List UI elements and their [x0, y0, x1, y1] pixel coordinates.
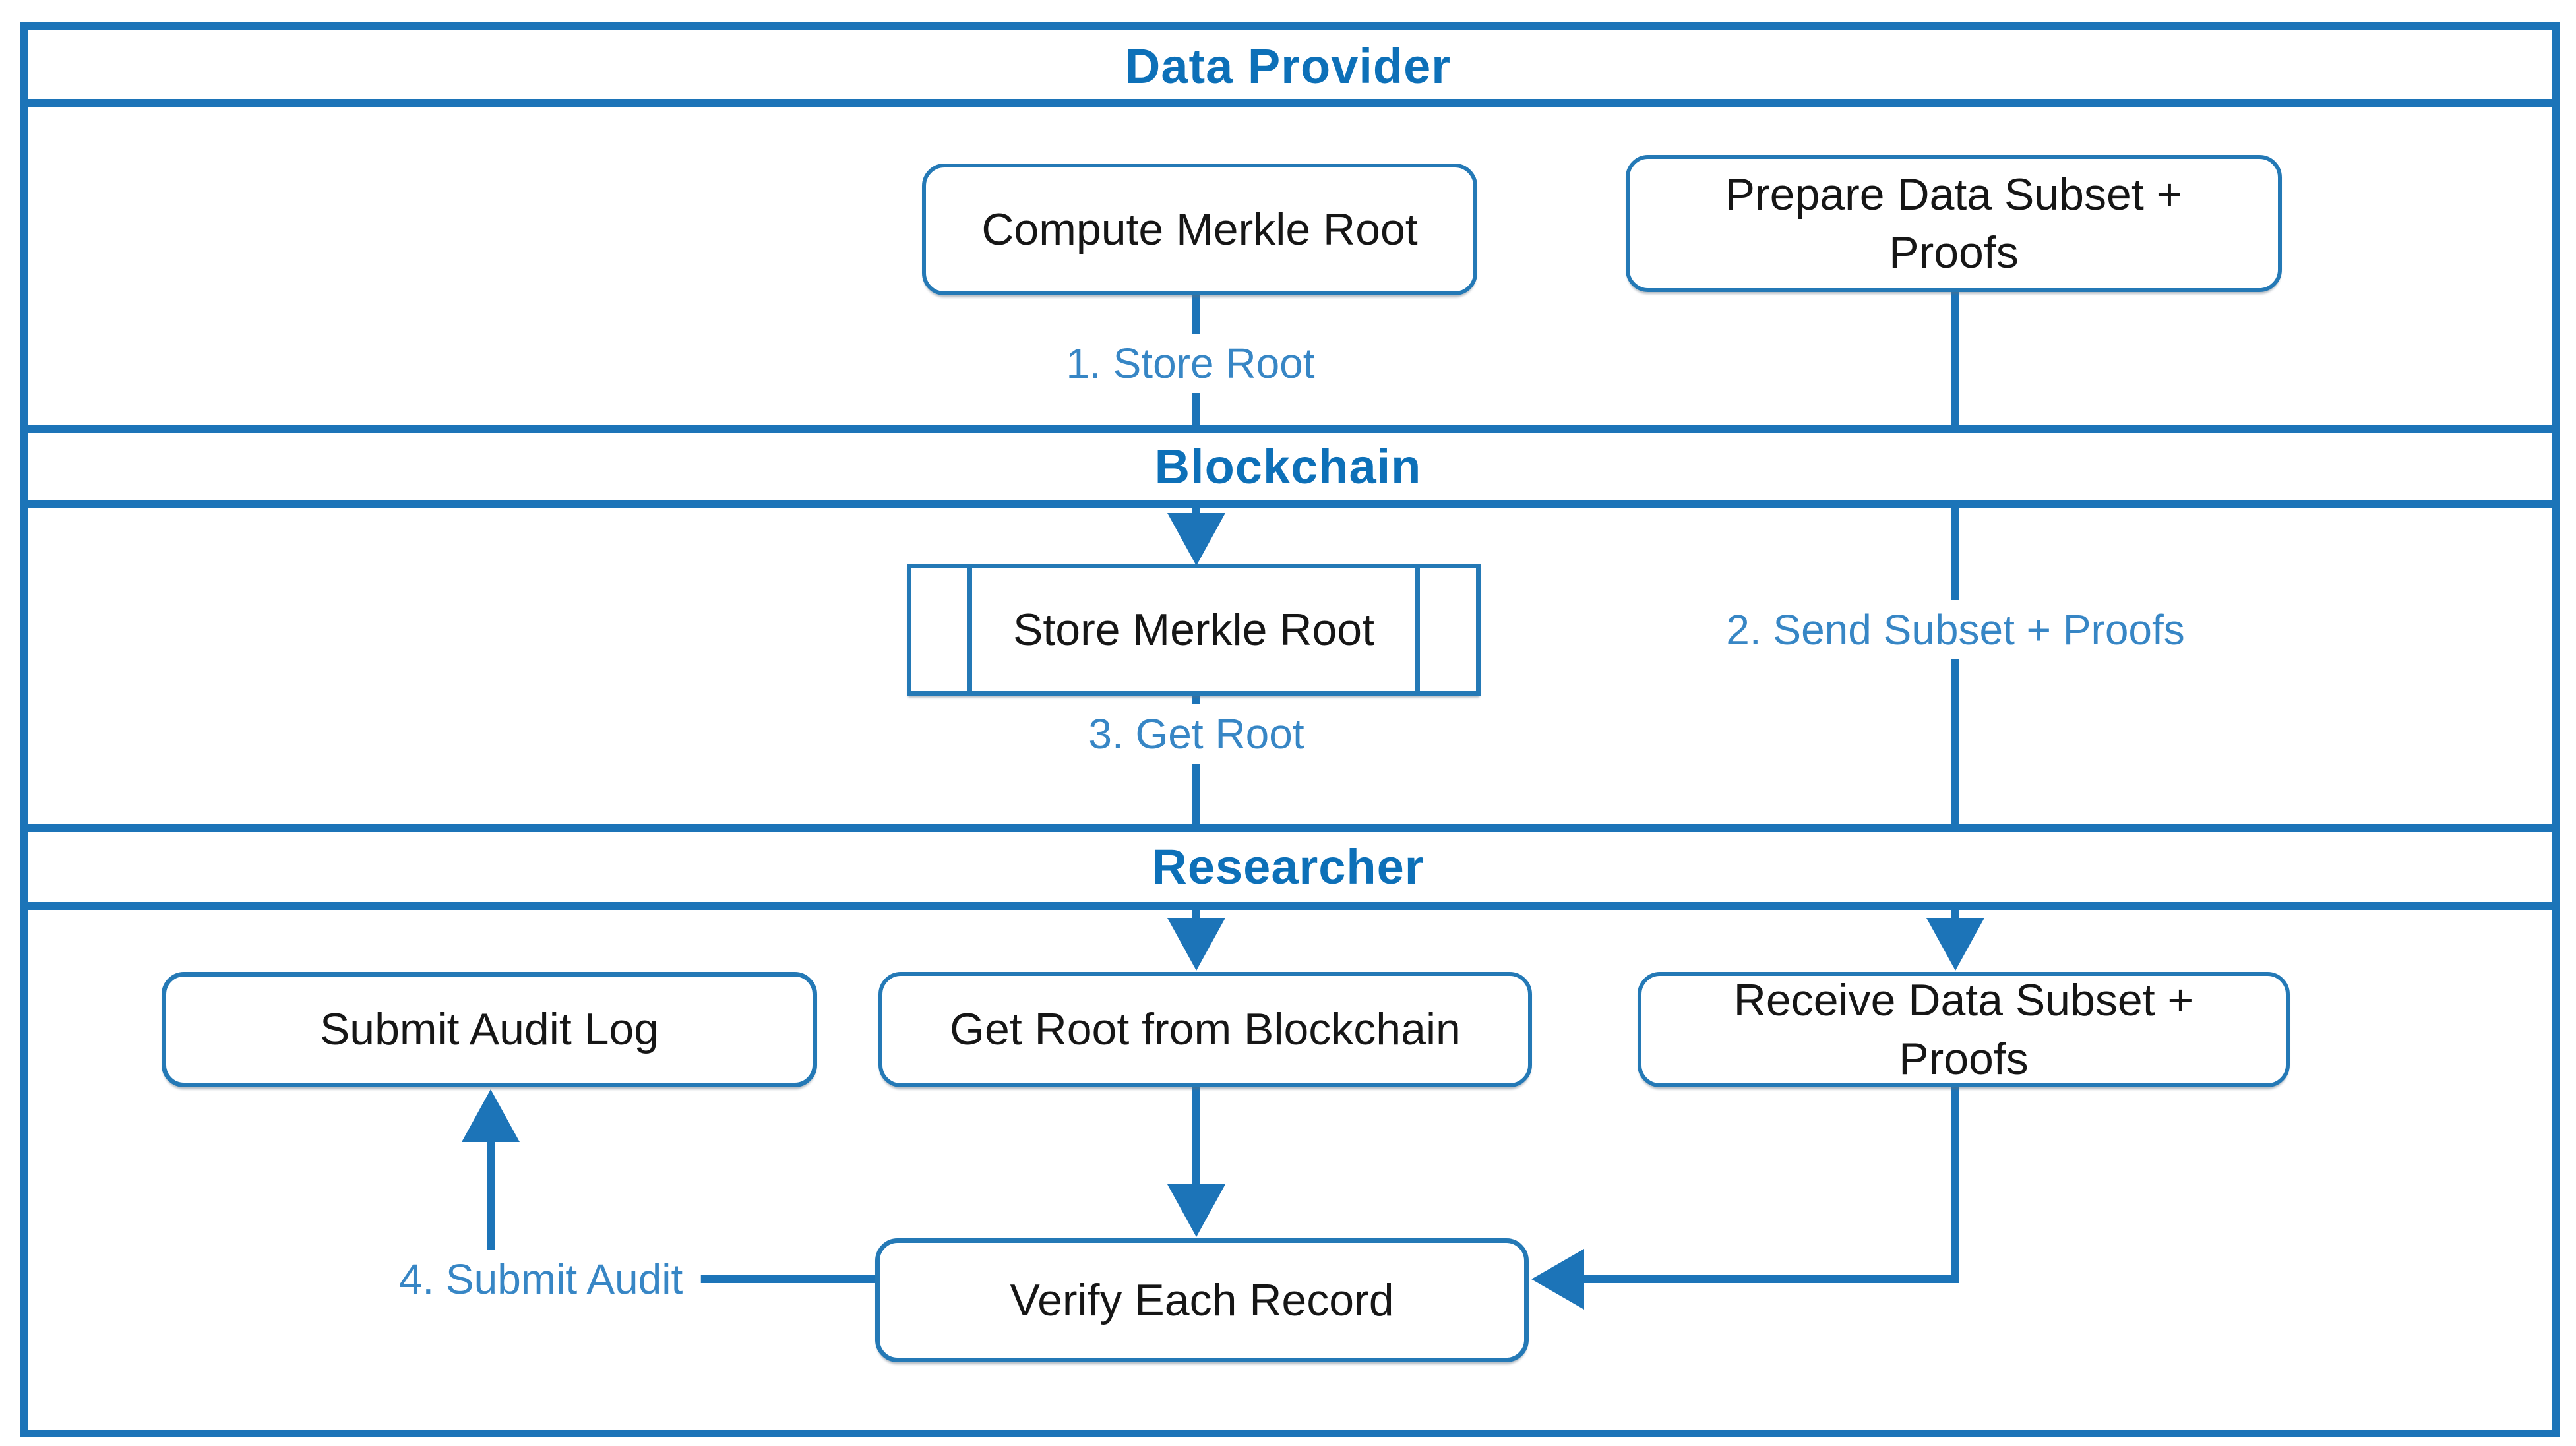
edge-label-submit-audit: 4. Submit Audit	[380, 1250, 702, 1309]
node-prepare-data-subset: Prepare Data Subset + Proofs	[1626, 155, 2282, 292]
connector-receive-to-verify-horizontal	[1580, 1275, 1959, 1283]
subroutine-bar-right	[1415, 568, 1420, 691]
lane-title-data-provider: Data Provider	[1124, 39, 1452, 94]
connector-verify-to-submit-vertical	[487, 1135, 495, 1283]
node-compute-merkle-root-label: Compute Merkle Root	[981, 204, 1418, 255]
node-get-root-from-blockchain: Get Root from Blockchain	[878, 972, 1532, 1087]
arrowhead-into-verify-top	[1167, 1184, 1225, 1237]
edge-label-get-root: 3. Get Root	[1070, 704, 1323, 764]
arrowhead-into-submit	[462, 1089, 520, 1142]
lane-title-blockchain: Blockchain	[1154, 439, 1422, 494]
node-store-merkle-root: Store Merkle Root	[907, 564, 1481, 696]
node-compute-merkle-root: Compute Merkle Root	[922, 164, 1477, 295]
node-prepare-data-subset-label: Prepare Data Subset + Proofs	[1725, 169, 2183, 278]
node-verify-each-record: Verify Each Record	[875, 1238, 1529, 1362]
connector-getroot-to-verify	[1192, 1086, 1200, 1195]
arrowhead-into-receive	[1926, 918, 1984, 971]
lane-title-researcher: Researcher	[1151, 839, 1425, 894]
node-receive-data-subset: Receive Data Subset + Proofs	[1638, 972, 2290, 1087]
connector-prepare-to-laneline	[1951, 291, 1959, 427]
lane-divider-above-blockchain-header	[21, 425, 2559, 433]
connector-prepare-mid	[1951, 506, 1959, 826]
arrowhead-into-verify-right	[1531, 1249, 1584, 1310]
arrowhead-into-store	[1167, 513, 1225, 566]
connector-receive-down-vertical	[1951, 1086, 1959, 1283]
lane-divider-below-blockchain-header	[21, 500, 2559, 508]
lane-divider-above-researcher-header	[21, 824, 2559, 832]
node-get-root-from-blockchain-label: Get Root from Blockchain	[950, 1004, 1461, 1055]
node-submit-audit-log: Submit Audit Log	[162, 972, 817, 1087]
edge-label-send-subset: 2. Send Subset + Proofs	[1707, 600, 2203, 659]
lane-divider-below-researcher-header	[21, 902, 2559, 910]
lane-divider-below-data-provider-header	[21, 99, 2559, 107]
subroutine-bar-left	[967, 568, 972, 691]
arrowhead-into-getroot	[1167, 918, 1225, 971]
diagram-outer-border	[20, 22, 2560, 1437]
node-receive-data-subset-label: Receive Data Subset + Proofs	[1733, 975, 2194, 1084]
edge-label-store-root: 1. Store Root	[1047, 334, 1334, 393]
node-verify-each-record-label: Verify Each Record	[1010, 1275, 1394, 1325]
node-store-merkle-root-label: Store Merkle Root	[1013, 604, 1374, 655]
node-submit-audit-log-label: Submit Audit Log	[319, 1004, 659, 1055]
